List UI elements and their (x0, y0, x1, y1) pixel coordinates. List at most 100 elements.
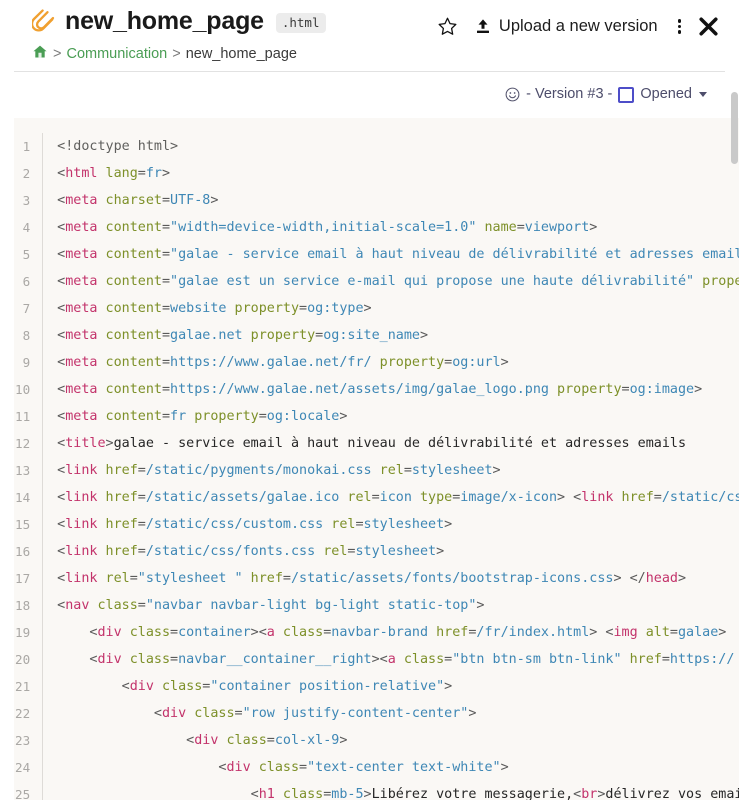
code-line-content[interactable]: <meta content=https://www.galae.net/fr/ … (43, 349, 739, 376)
code-line-content[interactable]: <div class="row justify-content-center"> (43, 700, 739, 727)
code-token: galae.net (170, 328, 243, 343)
code-token (275, 625, 283, 640)
code-line-content[interactable]: <meta content=https://www.galae.net/asse… (43, 376, 739, 403)
header-actions: Upload a new version (437, 8, 725, 39)
line-number: 19 (14, 619, 44, 646)
code-line-content[interactable]: <meta content=galae.net property=og:site… (43, 322, 739, 349)
code-line: 12<title>galae - service email à haut ni… (14, 430, 739, 457)
breadcrumb-item-communication[interactable]: Communication (66, 45, 168, 62)
code-token: UTF-8 (170, 193, 211, 208)
code-line: 13<link href=/static/pygments/monokai.cs… (14, 457, 739, 484)
home-icon[interactable] (32, 44, 48, 63)
code-token (622, 652, 630, 667)
code-token: = (299, 760, 308, 775)
code-token: = (161, 355, 171, 370)
header-divider (14, 71, 725, 72)
code-token: og:locale (266, 409, 340, 424)
code-token: = (170, 652, 179, 667)
code-token: col-xl-9 (274, 733, 340, 748)
code-token: < (57, 517, 66, 532)
code-scroll-area[interactable]: 1<!doctype html>2<html lang=fr>3<meta ch… (14, 118, 739, 800)
code-token (57, 625, 89, 640)
more-options-button[interactable] (664, 17, 692, 36)
code-line-content[interactable]: <meta content="galae est un service e-ma… (43, 268, 739, 295)
code-token: < (57, 544, 66, 559)
code-line-content[interactable]: <div class=col-xl-9> (43, 727, 739, 754)
code-token: < (57, 328, 66, 343)
code-line-content[interactable]: <meta charset=UTF-8> (43, 187, 739, 214)
code-token (694, 274, 702, 289)
code-token: href (105, 490, 138, 505)
line-number: 5 (14, 241, 44, 268)
code-token: container (178, 625, 251, 640)
code-line-content[interactable]: <link href=/static/css/custom.css rel=st… (43, 511, 739, 538)
favorite-star-button[interactable] (437, 16, 468, 37)
code-token: href (105, 463, 138, 478)
vertical-scrollbar[interactable] (730, 92, 739, 800)
code-token: /static/css/fonts.css (145, 544, 316, 559)
code-line-content[interactable]: <meta content="galae - service email à h… (43, 241, 739, 268)
code-token: href (621, 490, 654, 505)
version-status-bar: - Version #3 - Opened (0, 72, 739, 115)
code-line-content[interactable]: <meta content=website property=og:type> (43, 295, 739, 322)
chevron-down-icon[interactable] (699, 91, 707, 97)
line-number: 3 (14, 187, 44, 214)
code-line: 1<!doctype html> (14, 133, 739, 160)
code-token (549, 382, 557, 397)
code-line: 18<nav class="navbar navbar-light bg-lig… (14, 592, 739, 619)
code-line-content[interactable]: <div class="text-center text-white"> (43, 754, 739, 781)
code-token: rel (331, 517, 356, 532)
code-token: "galae est un service e-mail qui propose… (170, 274, 695, 289)
code-token: content (105, 409, 162, 424)
code-line-content[interactable]: <link href=/static/pygments/monokai.css … (43, 457, 739, 484)
header-top-row: new_home_page .html Upload a new version (14, 8, 725, 39)
code-token: /static/pygments/monokai.css (145, 463, 372, 478)
code-token: = (161, 274, 171, 289)
code-token: a (266, 625, 275, 640)
upload-new-version-button[interactable]: Upload a new version (468, 17, 664, 36)
code-token: https://www.galae.net/assets/img/galae_l… (170, 382, 549, 397)
status-badge[interactable]: Opened (640, 86, 692, 102)
code-line-content[interactable]: <title>galae - service email à haut nive… (43, 430, 739, 457)
code-token: /static/css/custom.css (145, 517, 324, 532)
code-line-content[interactable]: <!doctype html> (43, 133, 739, 160)
code-token: name (484, 220, 517, 235)
code-line-content[interactable]: <meta content=fr property=og:locale> (43, 403, 739, 430)
line-number: 2 (14, 160, 44, 187)
code-line-content[interactable]: <div class="container position-relative"… (43, 673, 739, 700)
code-line-content[interactable]: <h1 class=mb-5>Libérez votre messagerie,… (43, 781, 739, 800)
code-line-content[interactable]: <nav class="navbar navbar-light bg-light… (43, 592, 739, 619)
code-line-content[interactable]: <link href=/static/assets/galae.ico rel=… (43, 484, 739, 511)
code-line-content[interactable]: <link href=/static/css/fonts.css rel=sty… (43, 538, 739, 565)
code-token: "navbar navbar-light bg-light static-top… (145, 598, 477, 613)
code-token: a (387, 652, 396, 667)
code-token (412, 490, 420, 505)
code-viewer[interactable]: 1<!doctype html>2<html lang=fr>3<meta ch… (14, 118, 739, 800)
code-line-content[interactable]: <div class=container><a class=navbar-bra… (43, 619, 739, 646)
scrollbar-thumb[interactable] (731, 92, 738, 164)
code-token: délivrez vos emails (605, 787, 739, 800)
code-line: 16<link href=/static/css/fonts.css rel=s… (14, 538, 739, 565)
code-token: = (468, 625, 477, 640)
breadcrumb-separator-1: > (53, 45, 62, 62)
code-token: > (476, 598, 485, 613)
breadcrumb-separator-2: > (172, 45, 181, 62)
code-token: meta (65, 301, 98, 316)
code-token: charset (105, 193, 162, 208)
code-token: class (403, 652, 445, 667)
code-token: class (97, 598, 138, 613)
code-token: = (323, 787, 332, 800)
code-line-content[interactable]: <div class=navbar__container__right><a c… (43, 646, 739, 673)
close-button[interactable] (692, 14, 723, 39)
code-token: = (299, 301, 308, 316)
code-token: > (589, 220, 598, 235)
code-line-content[interactable]: <html lang=fr> (43, 160, 739, 187)
code-line-content[interactable]: <meta content="width=device-width,initia… (43, 214, 739, 241)
code-line: 15<link href=/static/css/custom.css rel=… (14, 511, 739, 538)
checkbox-square-icon[interactable] (618, 87, 635, 103)
code-token: "stylesheet " (137, 571, 243, 586)
code-token (97, 382, 105, 397)
code-line-content[interactable]: <link rel="stylesheet " href=/static/ass… (43, 565, 739, 592)
code-token: https://www.galae.net/fr/ (170, 355, 372, 370)
code-token: > (718, 625, 727, 640)
